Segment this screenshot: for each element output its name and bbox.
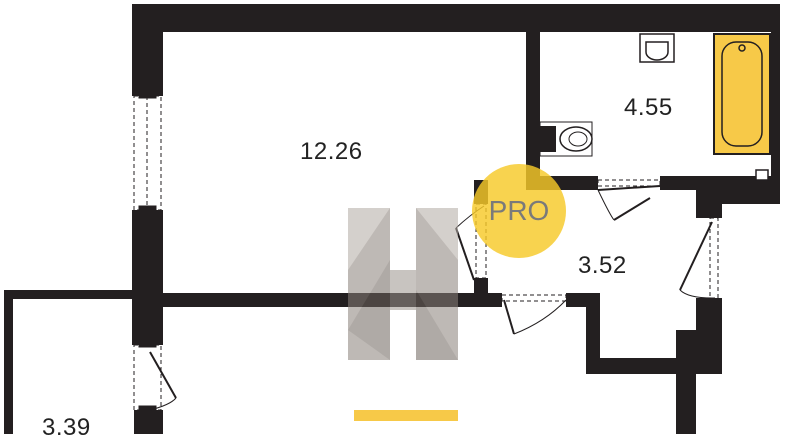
- bathroom-area: 4.55: [624, 94, 673, 121]
- wall-top: [132, 4, 780, 32]
- wall-right-bathroom: [771, 4, 780, 204]
- windows: [133, 91, 162, 413]
- bottom-yellow-bar: [354, 410, 458, 421]
- door-hall-right: [679, 221, 713, 291]
- door-hall-lower: [503, 299, 515, 335]
- wall-right-step: [720, 176, 780, 204]
- wall-step-down: [676, 330, 722, 374]
- window-left-lower: [133, 344, 162, 411]
- bathtub: [713, 33, 771, 155]
- pro-badge: PRO: [472, 164, 566, 258]
- wall-hall-right-upper: [696, 190, 722, 218]
- walls: [4, 4, 780, 434]
- h-logo-watermark: [348, 208, 458, 360]
- wall-step-column: [676, 370, 696, 434]
- wall-step-horizontal: [586, 358, 696, 374]
- wall-left-middle: [132, 210, 163, 345]
- wall-left-upper: [132, 4, 163, 96]
- wall-left-lower: [134, 410, 163, 434]
- living-room-area: 12.26: [300, 138, 363, 165]
- wall-bottom-left-top: [4, 290, 136, 299]
- doors: [149, 179, 719, 411]
- bathroom-fixtures: [539, 33, 771, 181]
- wall-step-vertical: [586, 293, 600, 373]
- wall-bottom-left-side: [4, 290, 13, 434]
- door-balcony: [149, 351, 177, 399]
- door-living: [455, 227, 475, 281]
- door-bathroom: [597, 185, 661, 191]
- sink: [639, 33, 675, 63]
- wall-living-bath: [526, 4, 540, 184]
- pro-badge-text: PRO: [488, 195, 550, 226]
- hallway-area: 3.52: [578, 252, 627, 279]
- bottom-left-area: 3.39: [42, 414, 91, 441]
